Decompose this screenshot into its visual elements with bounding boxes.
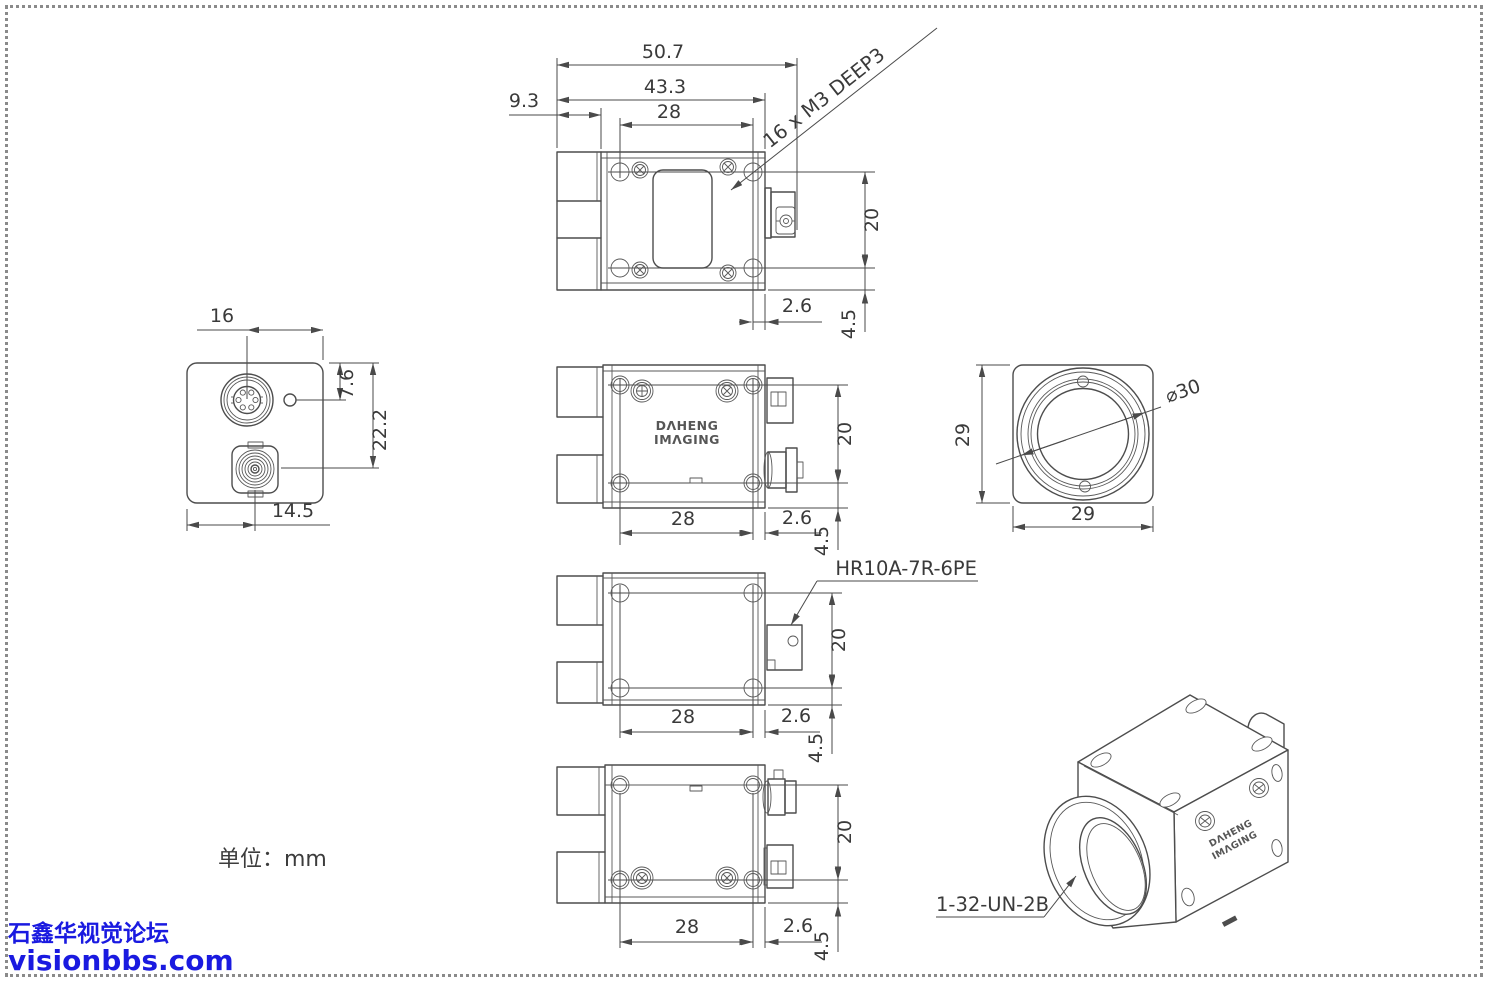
dim-edge-offset: 2.6	[781, 705, 811, 727]
side-connectors	[763, 377, 804, 493]
dim-bottom-offset: 4.5	[805, 733, 827, 763]
dim-connector-offset: 16	[210, 305, 234, 327]
dim-hole-spacing: 28	[671, 706, 695, 728]
lens-mount-bore	[1036, 387, 1130, 481]
watermark-forum-name: 石鑫华视觉论坛	[8, 921, 169, 947]
thread-note: 16 x M3 DEEP3	[759, 43, 890, 153]
top-connector	[764, 187, 796, 239]
dim-hole-spacing-v: 20	[834, 820, 856, 844]
dim-hole-spacing: 28	[675, 916, 699, 938]
back-view-body	[186, 362, 324, 504]
dim-hole-spacing: 28	[671, 508, 695, 530]
back-view: 16 7.6 22.2 14.5	[186, 305, 391, 531]
dim-tab-depth: 9.3	[509, 90, 539, 112]
dim-connector2-drop: 22.2	[369, 409, 391, 451]
front-view-body	[1012, 364, 1154, 504]
dim-hole-spacing-v: 20	[828, 628, 850, 652]
mount-hole	[743, 162, 763, 182]
dim-bottom-offset: 4.5	[811, 931, 833, 961]
dim-total-width: 50.7	[642, 41, 684, 63]
dim-height: 29	[952, 423, 974, 447]
iso-case-notch	[1221, 915, 1238, 927]
mount-hole	[610, 258, 630, 278]
isometric-view: DΛHENG IMΛGING 1-32-UN-2B	[936, 694, 1289, 929]
hr10a-label: HR10A-7R-6PE	[835, 557, 977, 580]
mount-thread-label: 1-32-UN-2B	[936, 893, 1049, 916]
top-view-body	[600, 151, 766, 291]
watermark: 石鑫华视觉论坛 visionbbs.com	[8, 922, 234, 976]
hr10a-view-body	[602, 572, 766, 706]
case-notch	[689, 477, 703, 484]
top-view: 50.7 43.3 28 9.3 20 4.5 2.6 16 x M3 DEEP…	[509, 27, 938, 339]
dim-hole-spacing-v: 20	[834, 422, 856, 446]
front-view: ⌀30 29 29	[952, 364, 1204, 532]
brand-logo-line2: IMΛGING	[654, 432, 720, 447]
hr10a-receptacle	[220, 373, 274, 427]
screw-icon	[630, 866, 739, 890]
dim-hole-spacing: 28	[657, 101, 681, 123]
dim-edge-offset: 2.6	[782, 507, 812, 529]
hr10a-view: HR10A-7R-6PE 20 28 2.6 4.5	[556, 557, 978, 763]
dim-hole-spacing-v: 20	[861, 208, 883, 232]
mount-hole	[610, 162, 630, 182]
power-connector	[231, 441, 279, 498]
iso-screws	[1195, 778, 1269, 831]
side-view: DΛHENG IMΛGING 20 28 2.6	[556, 364, 856, 556]
bottom-connectors	[762, 769, 797, 889]
dim-edge-offset: 2.6	[783, 915, 813, 937]
brand-logo-line1: DΛHENG	[656, 418, 719, 433]
iso-lens-mount	[1043, 795, 1151, 927]
dim-body-width: 43.3	[644, 76, 686, 98]
status-led	[283, 393, 297, 407]
top-cover-recess	[652, 169, 713, 269]
unit-note: 单位：mm	[218, 847, 327, 872]
bottom-view: 20 28 2.6 4.5	[556, 764, 856, 961]
dim-connector-center: 14.5	[272, 500, 314, 522]
dim-edge-offset: 2.6	[782, 295, 812, 317]
bottom-view-body	[604, 764, 766, 904]
hr10a-connector	[766, 624, 803, 671]
dim-width: 29	[1071, 503, 1095, 525]
dim-bottom-offset: 4.5	[838, 309, 860, 339]
case-notch	[689, 785, 703, 792]
screw-icon	[630, 379, 739, 403]
mount-hole	[743, 258, 763, 278]
screw-icon	[631, 158, 737, 282]
dim-led-drop: 7.6	[336, 369, 358, 399]
watermark-site-url: visionbbs.com	[8, 944, 234, 978]
dim-lens-diameter: ⌀30	[1163, 375, 1204, 407]
side-view-body	[602, 364, 766, 509]
dim-bottom-offset: 4.5	[811, 526, 833, 556]
